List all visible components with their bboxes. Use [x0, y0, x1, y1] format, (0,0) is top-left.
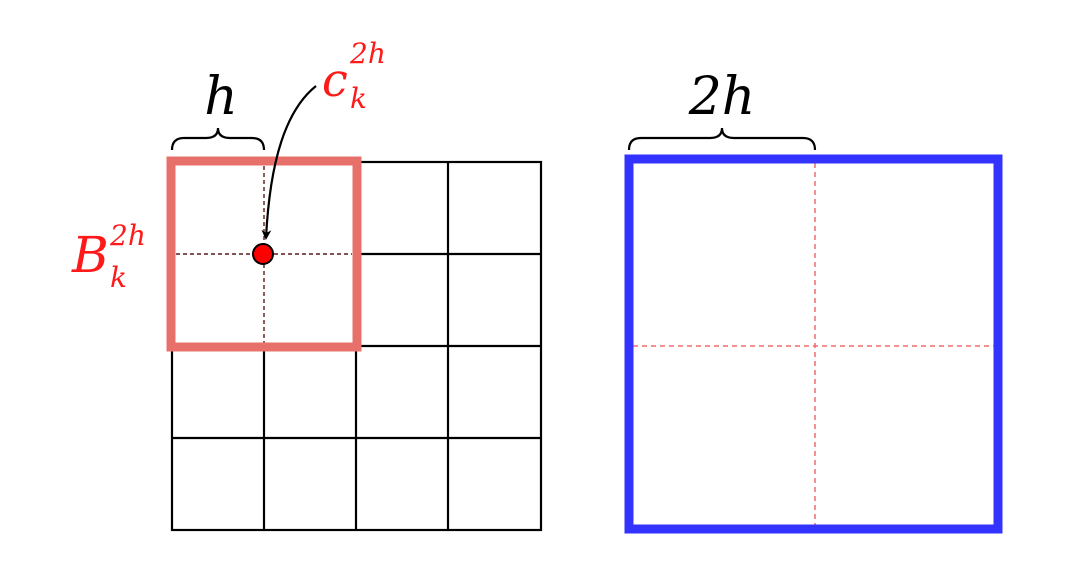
brace-2h — [627, 127, 817, 151]
arrow-to-center — [261, 85, 317, 240]
label-center: c k 2h — [322, 37, 386, 115]
label-c-sup: 2h — [349, 37, 386, 70]
label-c-base: c — [322, 53, 348, 107]
center-point — [252, 243, 274, 265]
brace-h — [170, 127, 266, 151]
label-b-sub: k — [110, 261, 127, 294]
label-b-sup: 2h — [109, 219, 146, 252]
coarse-dashed-lines — [633, 163, 997, 528]
label-b-base: B — [71, 226, 109, 284]
coarse-block — [624, 154, 1003, 534]
label-c-sub: k — [350, 82, 367, 115]
label-2h: 2h — [688, 67, 756, 127]
highlight-block — [166, 156, 362, 352]
label-h: h — [204, 67, 238, 127]
label-block: B k 2h — [71, 219, 146, 294]
